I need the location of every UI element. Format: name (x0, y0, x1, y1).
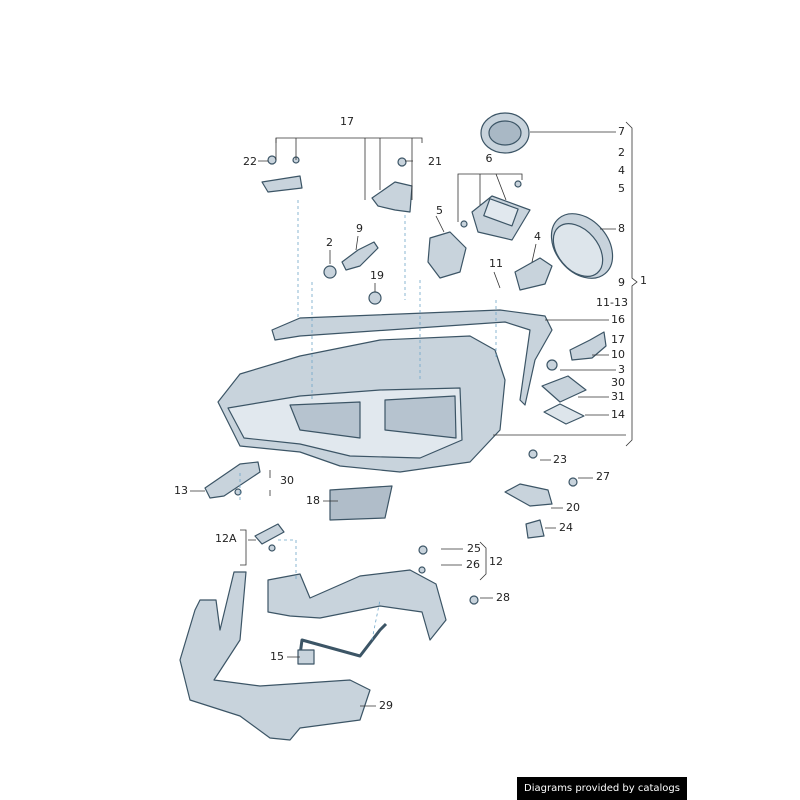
label-25: 25 (467, 542, 481, 555)
label-3: 3 (618, 363, 625, 376)
label-6: 6 (485, 152, 493, 165)
mount-bracket (261, 175, 303, 193)
projector-left (289, 401, 361, 439)
label-13: 13 (174, 484, 188, 497)
trim-strip (271, 309, 553, 406)
label-20: 20 (566, 501, 580, 514)
label-14: 14 (611, 408, 625, 421)
label-16: 16 (611, 313, 625, 326)
bulb (514, 257, 553, 291)
label-11: 11 (489, 257, 503, 270)
label-28: 28 (496, 591, 510, 604)
projector-right (384, 395, 457, 439)
label-2: 2 (618, 146, 625, 159)
label-17-right: 17 (611, 333, 625, 346)
leveling-motor (427, 231, 467, 279)
gasket (543, 403, 585, 425)
cover-plate (541, 375, 587, 403)
label-15: 15 (270, 650, 284, 663)
label-17: 17 (340, 115, 354, 128)
film-sheet (329, 485, 393, 521)
label-5: 5 (618, 182, 625, 195)
label-10: 10 (611, 348, 625, 361)
label-19: 19 (370, 269, 384, 282)
credit-footer: Diagrams provided by catalogs parts (517, 777, 687, 800)
lower-bracket (179, 571, 371, 741)
label-18: 18 (306, 494, 320, 507)
label-9-left: 9 (356, 222, 363, 235)
label-5-left: 5 (436, 204, 443, 217)
nozzle-holder (254, 523, 285, 545)
label-27: 27 (596, 470, 610, 483)
label-24: 24 (559, 521, 573, 534)
label-30-left: 30 (280, 474, 294, 487)
adjuster (341, 241, 379, 271)
label-11-13: 11-13 (596, 296, 628, 309)
label-12: 12 (489, 555, 503, 568)
label-2-left: 2 (326, 236, 333, 249)
label-29: 29 (379, 699, 393, 712)
holder-bracket (504, 483, 553, 507)
label-22: 22 (243, 155, 257, 168)
leader-lines (190, 121, 638, 707)
label-7: 7 (618, 125, 625, 138)
label-9: 9 (618, 276, 625, 289)
label-8: 8 (618, 222, 625, 235)
label-30-right: 30 (611, 376, 625, 389)
dash-lines (239, 200, 497, 641)
label-31: 31 (611, 390, 625, 403)
washer-hose (298, 622, 388, 658)
label-1: 1 (640, 274, 647, 287)
label-21: 21 (428, 155, 442, 168)
label-4: 4 (618, 164, 625, 177)
label-12A: 12A (215, 532, 237, 545)
carrier-bracket (267, 569, 447, 641)
label-23: 23 (553, 453, 567, 466)
label-4-left: 4 (534, 230, 541, 243)
clip (525, 519, 545, 539)
socket (569, 331, 607, 361)
bracket (371, 181, 413, 213)
label-26: 26 (466, 558, 480, 571)
washer-nozzle (204, 461, 261, 499)
